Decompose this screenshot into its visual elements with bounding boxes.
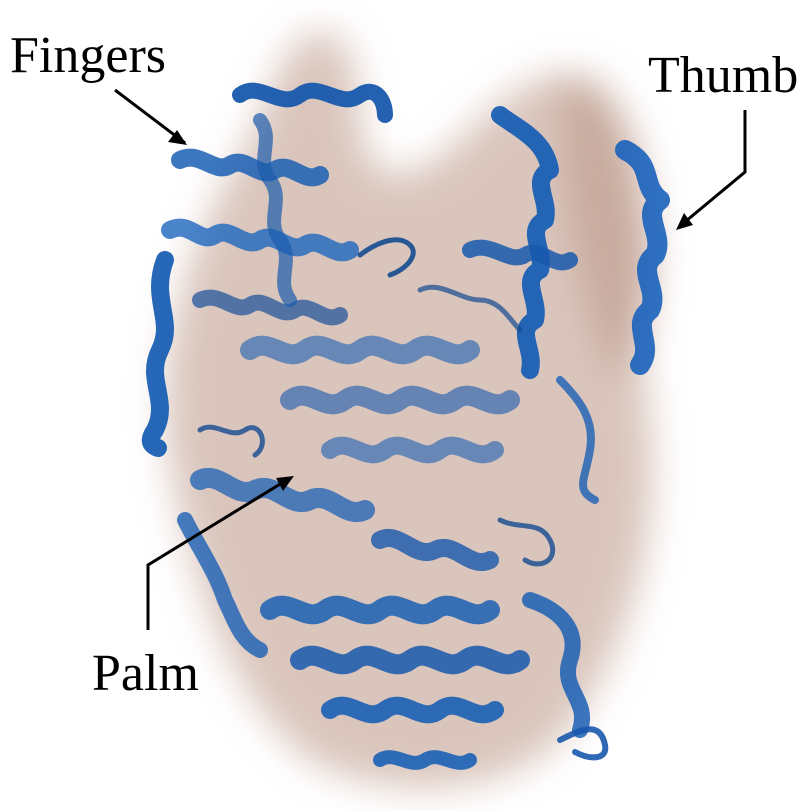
palm-label: Palm: [92, 648, 199, 700]
thumb-label: Thumb: [648, 50, 798, 102]
thumb-arrow: [676, 110, 745, 230]
fingers-arrow: [115, 90, 187, 145]
fingers-label: Fingers: [10, 30, 166, 82]
